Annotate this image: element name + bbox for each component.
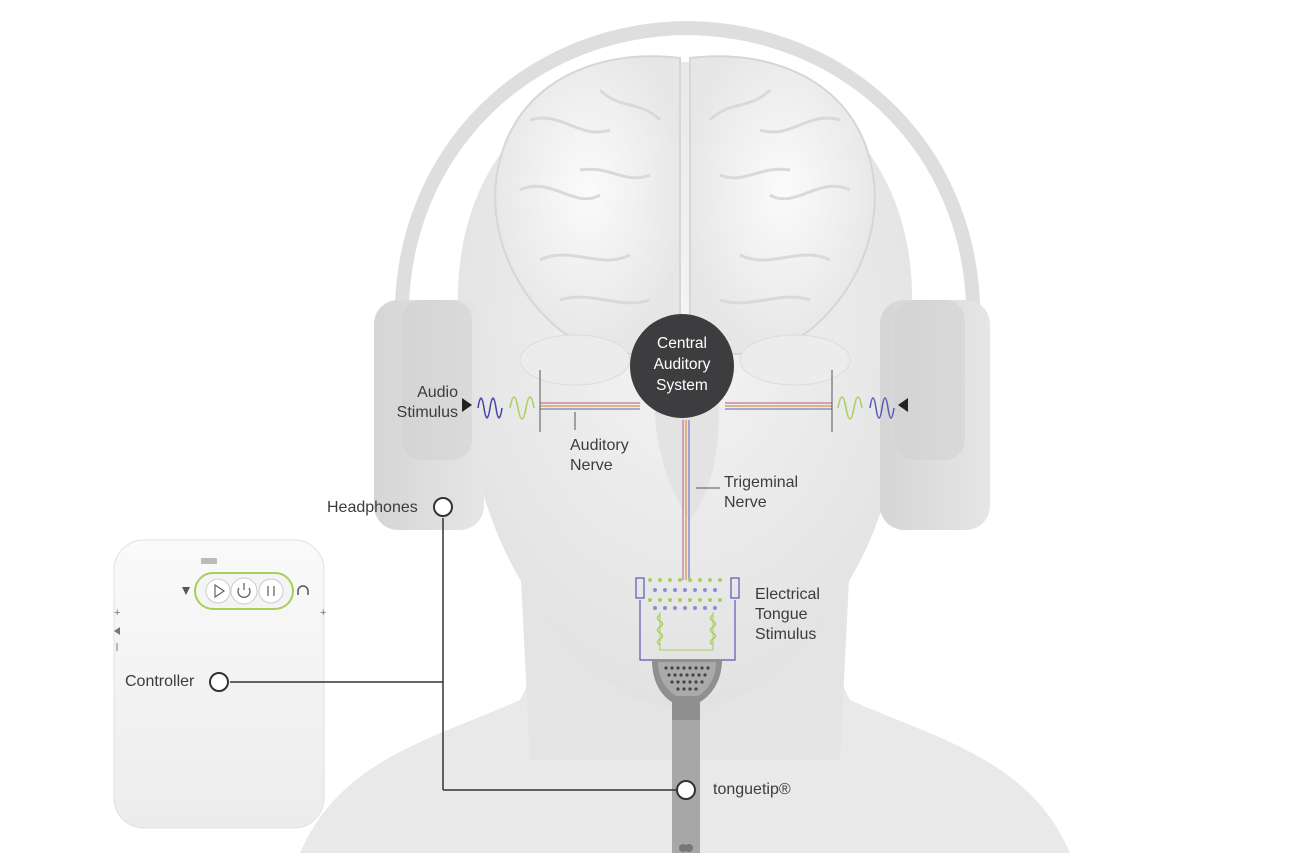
controller-callout-marker [209, 672, 229, 692]
headphones-icon [297, 585, 309, 595]
tonguetip-callout-marker [676, 780, 696, 800]
central-auditory-system-node [630, 314, 734, 418]
signal-icon [182, 587, 190, 595]
headphones-label: Headphones [327, 499, 418, 516]
brain [494, 55, 876, 520]
leader-lines [230, 518, 676, 791]
volume-plus-icon: + [114, 607, 120, 619]
auditory-nerve-label: Auditory Nerve [570, 437, 629, 474]
electrical-tongue-stimulus-label: Electrical Tongue Stimulus [755, 586, 820, 643]
headphone-band [394, 20, 981, 337]
headphones-callout-marker [433, 497, 453, 517]
volume-down-icon [114, 627, 120, 635]
power-icon [230, 577, 258, 605]
right-stimulus-arrow [898, 398, 908, 412]
play-icon [205, 578, 231, 604]
svg-text:+: + [320, 607, 326, 619]
left-audio-wave [477, 370, 576, 432]
controller-label: Controller [125, 673, 195, 690]
audio-stimulus-label: Audio Stimulus [396, 384, 458, 421]
central-auditory-system-label: Central Auditory System [653, 335, 711, 394]
left-stimulus-arrow [462, 398, 472, 412]
trigeminal-nerve-label: Trigeminal Nerve [724, 474, 799, 511]
pause-icon [258, 578, 284, 604]
right-audio-wave [831, 370, 908, 432]
trigeminal-nerve-lines [682, 420, 690, 580]
tonguetip-label: tonguetip® [713, 781, 791, 798]
auditory-nerve-lines [540, 402, 832, 410]
